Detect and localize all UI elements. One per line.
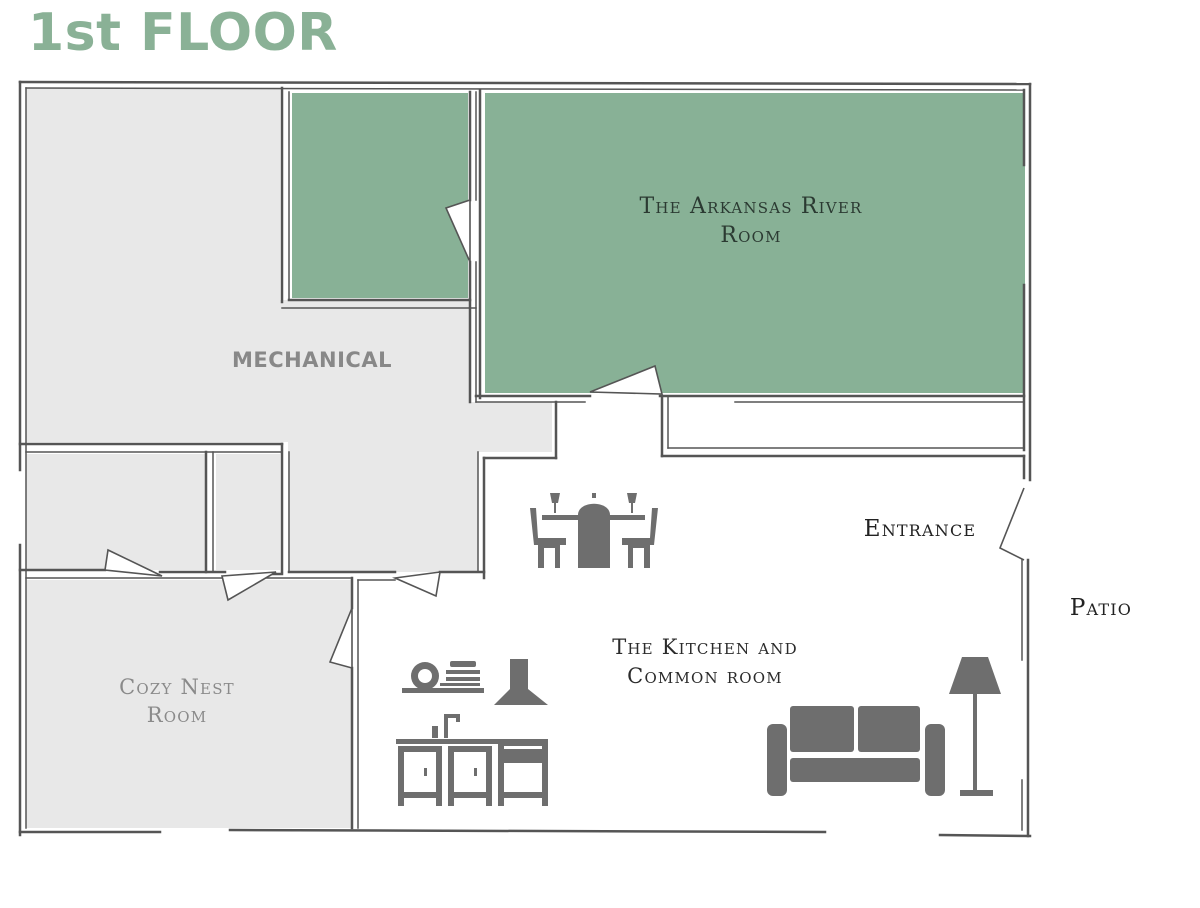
door-mechanical-kitchen[interactable] bbox=[392, 571, 441, 598]
door-mechanical-closet[interactable] bbox=[104, 548, 163, 577]
mechanical-label: MECHANICAL bbox=[232, 348, 392, 372]
cozy-nest-label-line2: Room bbox=[147, 703, 208, 727]
doors bbox=[104, 198, 1025, 670]
door-cozy-nest-side[interactable] bbox=[328, 607, 353, 670]
arkansas-room-label-line2: Room bbox=[720, 223, 781, 248]
arkansas-room-label-line1: The Arkansas River bbox=[640, 194, 863, 219]
room-closet-right[interactable] bbox=[216, 454, 280, 570]
room-fills bbox=[26, 88, 1025, 828]
floor-lamp-icon bbox=[949, 657, 1001, 796]
kitchen-label-line1: The Kitchen and bbox=[612, 635, 798, 659]
room-cozy-nest[interactable] bbox=[26, 580, 352, 828]
page-title: 1st FLOOR bbox=[28, 3, 338, 63]
room-arkansas-closet[interactable] bbox=[292, 93, 468, 298]
patio-label: Patio bbox=[1070, 595, 1132, 621]
door-arkansas-room[interactable] bbox=[589, 364, 664, 395]
labels: The Arkansas River Room MECHANICAL Cozy … bbox=[119, 194, 1132, 727]
room-closet-left[interactable] bbox=[26, 454, 206, 570]
kitchen-counter-icon bbox=[396, 714, 548, 806]
dishes-icon bbox=[402, 661, 484, 693]
room-mechanical[interactable] bbox=[26, 88, 552, 572]
door-entrance[interactable] bbox=[998, 487, 1025, 561]
room-arkansas-river[interactable] bbox=[485, 93, 1025, 393]
kitchen-label-line2: Common room bbox=[627, 664, 783, 688]
door-arkansas-closet[interactable] bbox=[444, 198, 471, 263]
sofa-icon bbox=[767, 706, 945, 796]
cozy-nest-label-line1: Cozy Nest bbox=[119, 675, 235, 699]
range-hood-icon bbox=[494, 659, 548, 705]
walls bbox=[18, 80, 1032, 838]
door-cozy-nest-top[interactable] bbox=[220, 571, 277, 602]
entrance-label: Entrance bbox=[864, 516, 977, 542]
dining-table-icon bbox=[530, 493, 658, 568]
